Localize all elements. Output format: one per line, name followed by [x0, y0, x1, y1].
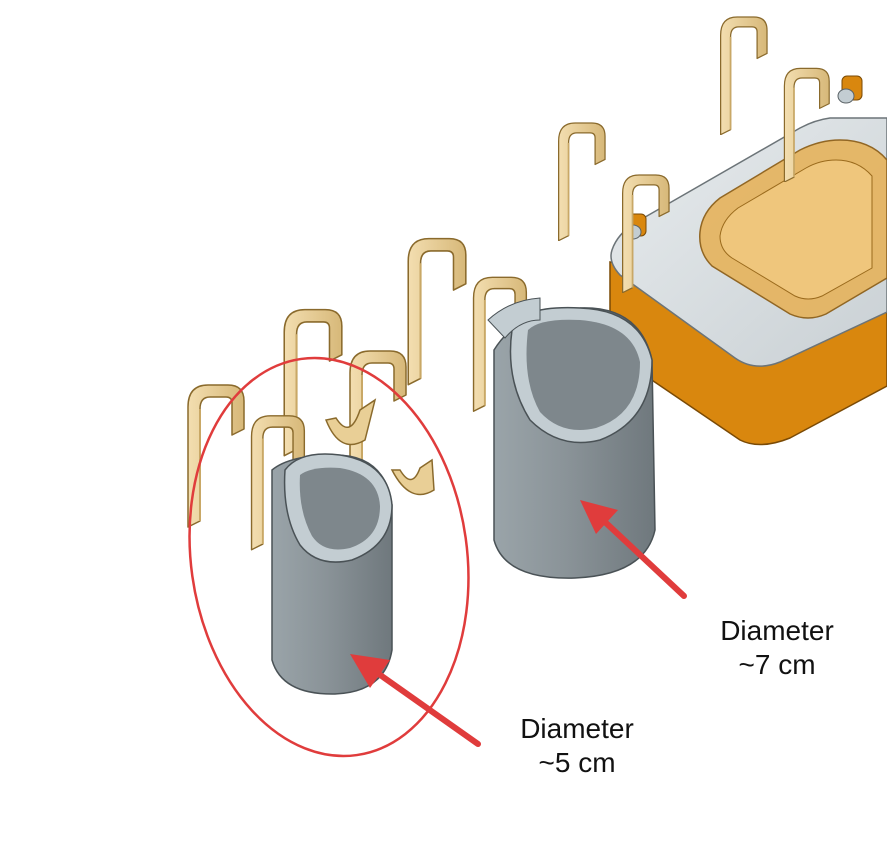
small-cup-label-line1: Diameter	[520, 713, 634, 744]
tray-basin-inner	[719, 159, 873, 300]
soap-tray	[609, 75, 887, 446]
hook	[557, 122, 606, 241]
tray-peg-cap	[837, 88, 855, 104]
small-cup	[271, 453, 393, 695]
large-cup-label-line1: Diameter	[720, 615, 834, 646]
large-cup-tab	[487, 297, 541, 339]
large-cup-label-line2: ~7 cm	[738, 649, 816, 680]
hook-tip	[324, 398, 377, 446]
hook	[186, 383, 246, 529]
small-cup-label-line2: ~5 cm	[538, 747, 616, 778]
small-cup-inner	[299, 467, 380, 550]
large-cup-inner	[526, 319, 640, 430]
arrow-small-cup	[350, 654, 481, 747]
hook	[406, 237, 468, 386]
highlight-circle	[188, 356, 470, 758]
arrow-large-cup	[580, 500, 687, 599]
large-cup	[487, 297, 656, 579]
hook	[719, 16, 768, 135]
hook-tip	[390, 458, 435, 496]
small-cup-diameter-label: Diameter ~5 cm	[492, 712, 662, 780]
large-cup-diameter-label: Diameter ~7 cm	[692, 614, 862, 682]
hook-set	[186, 16, 831, 551]
